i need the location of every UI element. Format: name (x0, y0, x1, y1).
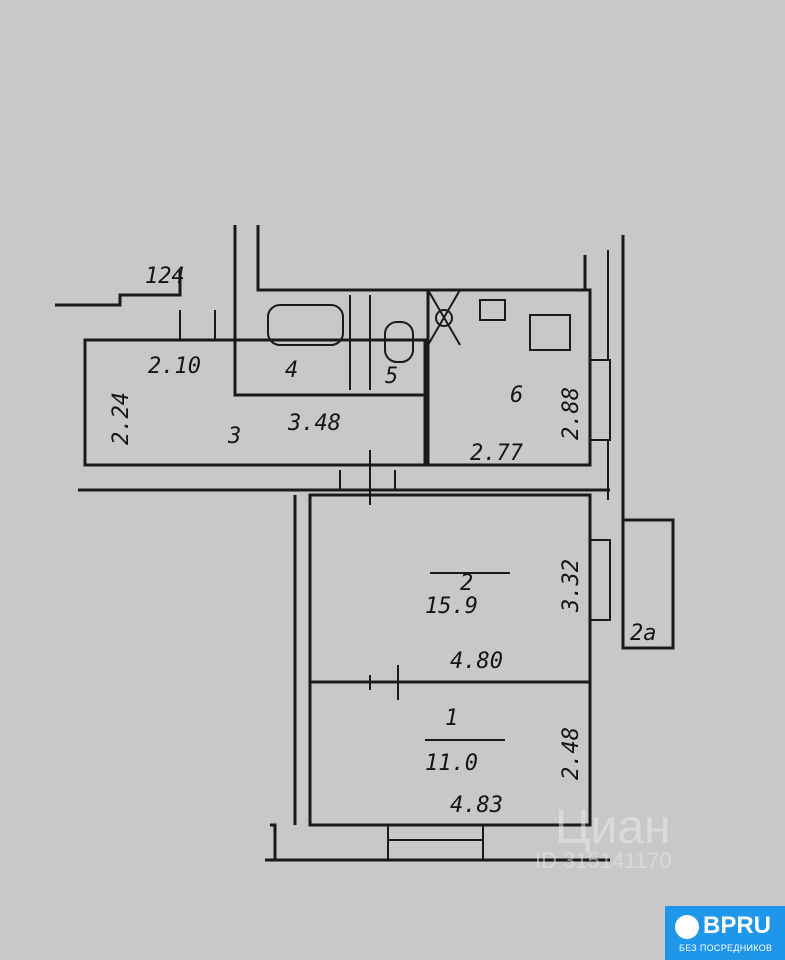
label-room1-height: 2.48 (559, 727, 584, 780)
bpru-logo: BPRU БЕЗ ПОСРЕДНИКОВ (665, 906, 785, 960)
logo-name: BPRU (703, 912, 772, 939)
label-room2-area: 15.9 (425, 594, 478, 619)
label-ext-number: 124 (145, 264, 185, 289)
label-room3-length: 3.48 (287, 411, 341, 436)
labels: 124 2.10 2.24 3 3.48 4 5 6 2.88 2.77 2 1… (109, 264, 657, 818)
label-room3-width: 2.10 (148, 354, 201, 379)
label-room2-number: 2 (460, 571, 473, 596)
watermark-id: ID 315141170 (535, 848, 672, 873)
label-room4-number: 4 (285, 358, 298, 383)
watermark-brand: Циан (555, 801, 671, 854)
label-balcony: 2a (630, 621, 657, 646)
label-room6-number: 6 (510, 383, 523, 408)
people-icon (675, 915, 699, 939)
label-room5-number: 5 (385, 364, 398, 389)
label-room3-height: 2.24 (109, 392, 134, 445)
label-room6-height: 2.88 (559, 387, 584, 440)
label-room3-number: 3 (227, 424, 241, 449)
label-room1-area: 11.0 (425, 751, 478, 776)
label-room2-height: 3.32 (559, 559, 584, 613)
label-room2-width: 4.80 (450, 649, 503, 674)
label-room1-number: 1 (445, 706, 458, 731)
label-room6-width: 2.77 (470, 441, 524, 466)
logo-tagline: БЕЗ ПОСРЕДНИКОВ (679, 943, 773, 953)
walls (55, 225, 675, 862)
label-room1-width: 4.83 (450, 793, 503, 818)
